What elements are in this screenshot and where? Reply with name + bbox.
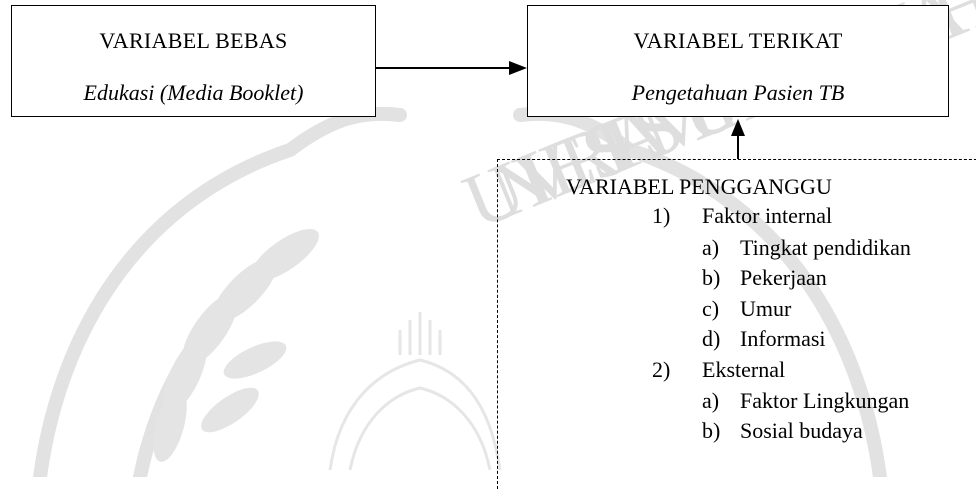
list-item-label: Umur <box>740 296 792 321</box>
confounding-variable-box <box>497 159 976 489</box>
list-item-label: Faktor internal <box>702 203 833 228</box>
list-marker: d) <box>702 326 721 351</box>
list-item-label: Faktor Lingkungan <box>740 388 910 413</box>
list-item-label: Tingkat pendidikan <box>740 235 911 260</box>
connector-arrows <box>376 61 745 159</box>
list-item-label: Eksternal <box>702 357 786 382</box>
list-marker: b) <box>702 418 721 443</box>
independent-variable-title: VARIABEL BEBAS <box>99 28 288 53</box>
list-marker: b) <box>702 265 721 290</box>
list-item-label: Pekerjaan <box>740 265 827 290</box>
independent-variable-value: Edukasi (Media Booklet) <box>83 80 304 105</box>
list-item-label: Informasi <box>740 326 826 351</box>
list-marker: 1) <box>652 203 671 228</box>
dependent-variable-box: VARIABEL TERIKAT Pengetahuan Pasien TB <box>527 5 949 117</box>
dependent-variable-value: Pengetahuan Pasien TB <box>631 80 845 105</box>
independent-variable-box: VARIABEL BEBAS Edukasi (Media Booklet) <box>11 5 376 117</box>
confounding-variable-title: VARIABEL PENGGANGGU <box>566 174 832 199</box>
list-marker: a) <box>702 235 720 260</box>
list-marker: 2) <box>652 357 671 382</box>
list-marker: a) <box>702 388 720 413</box>
arrow-confounder-to-dependent <box>731 119 745 159</box>
dependent-variable-title: VARIABEL TERIKAT <box>633 28 843 53</box>
arrow-independent-to-dependent <box>376 61 527 75</box>
list-marker: c) <box>702 296 720 321</box>
list-item-label: Sosial budaya <box>740 418 863 443</box>
